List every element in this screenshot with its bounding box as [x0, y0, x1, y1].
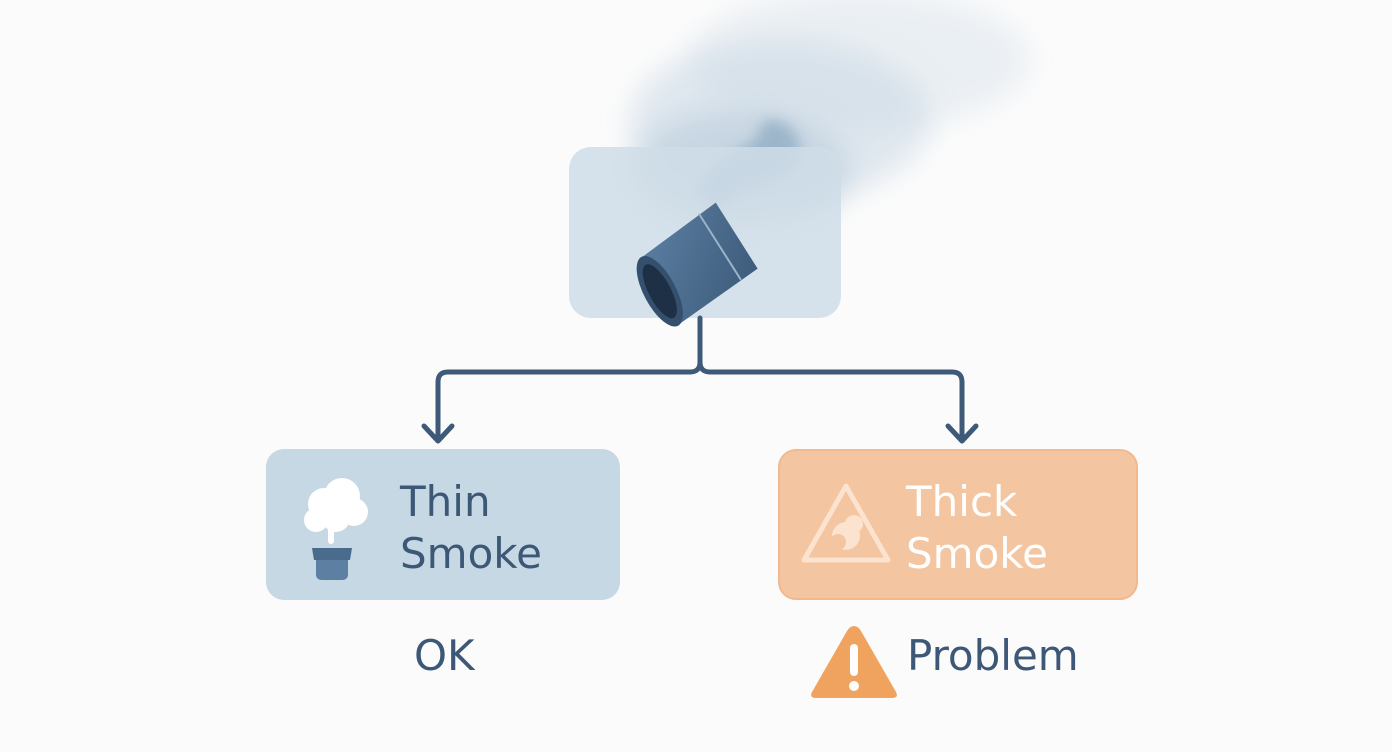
thick-smoke-label: Thick Smoke — [906, 476, 1048, 580]
problem-outcome: Problem — [907, 631, 1079, 680]
exhaust-pipe-icon — [636, 202, 758, 327]
thin-smoke-label: Thin Smoke — [400, 476, 542, 580]
thick-smoke-line1: Thick — [906, 477, 1018, 526]
thin-smoke-line2: Smoke — [400, 529, 542, 578]
thick-smoke-line2: Smoke — [906, 529, 1048, 578]
branch-connector — [421, 315, 979, 444]
warning-triangle-icon — [801, 483, 891, 563]
alert-icon — [811, 626, 897, 698]
smoke-cloud-icon — [304, 478, 368, 580]
thick-smoke-node — [778, 449, 1138, 600]
ok-outcome: OK — [414, 631, 475, 680]
thin-smoke-line1: Thin — [400, 477, 491, 526]
